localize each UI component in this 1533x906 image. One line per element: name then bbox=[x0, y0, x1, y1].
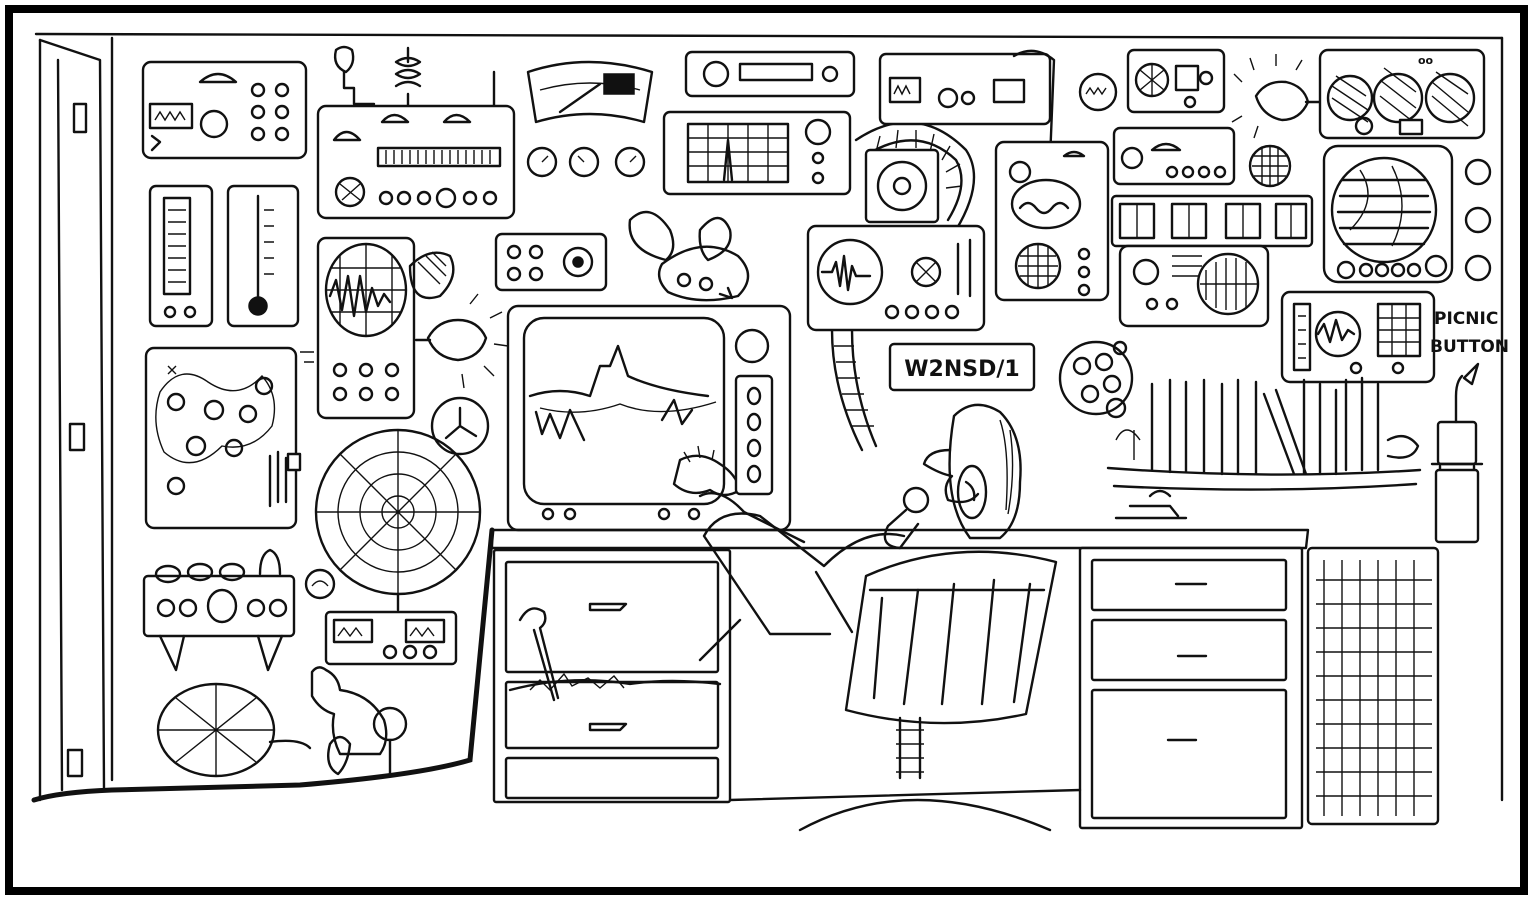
gauge-panels bbox=[148, 184, 300, 328]
operator-desk bbox=[490, 528, 1310, 830]
tube-amplifier bbox=[142, 548, 336, 672]
knob-row bbox=[526, 146, 646, 178]
map-panel bbox=[144, 346, 302, 530]
lever-switch bbox=[1430, 374, 1484, 544]
lightbulb bbox=[300, 293, 509, 389]
telegraph-key bbox=[1114, 489, 1188, 520]
desk-fan bbox=[156, 682, 312, 778]
dog-figure bbox=[310, 666, 408, 778]
bug-creature bbox=[628, 210, 750, 302]
picnic-button-label: PICNIC BUTTON bbox=[1430, 309, 1509, 386]
signal-panel-small bbox=[324, 610, 458, 666]
bookshelf bbox=[1106, 376, 1422, 491]
picture-border bbox=[5, 5, 1528, 895]
picnic-label-line1: PICNIC bbox=[1434, 309, 1498, 329]
button-panel bbox=[494, 232, 608, 292]
switch-panel bbox=[1110, 126, 1314, 248]
radiator-grill bbox=[1306, 546, 1440, 826]
svg-text:oo: oo bbox=[1418, 54, 1434, 67]
combo-panel bbox=[1118, 244, 1436, 384]
office-chair bbox=[798, 550, 1058, 832]
radar-dish bbox=[314, 428, 482, 612]
scope-panel-right bbox=[994, 140, 1110, 302]
reel-device bbox=[1058, 340, 1134, 419]
wall-clock bbox=[430, 396, 490, 456]
callsign-text: W2NSD/1 bbox=[904, 357, 1019, 382]
equipment-panel-top-left bbox=[141, 60, 308, 160]
speaker-with-hose bbox=[830, 121, 976, 452]
television-monitor bbox=[506, 304, 792, 532]
oscilloscope-panel-left bbox=[316, 236, 455, 420]
grid-panel-top-right: oo bbox=[1318, 48, 1486, 140]
door bbox=[38, 38, 106, 802]
display-panel-right bbox=[1322, 144, 1492, 284]
picnic-label-line2: BUTTON bbox=[1430, 337, 1509, 357]
lightbulb-right bbox=[1231, 54, 1326, 139]
open-drawer-tools bbox=[508, 607, 742, 702]
big-meter bbox=[526, 60, 654, 124]
room-walls bbox=[31, 32, 1504, 803]
callsign-sign: W2NSD/1 bbox=[888, 342, 1036, 392]
tuner-panel bbox=[662, 50, 856, 196]
operator-person bbox=[698, 403, 1022, 636]
transmitter-panel bbox=[316, 45, 516, 220]
receiver-panel bbox=[806, 224, 986, 332]
